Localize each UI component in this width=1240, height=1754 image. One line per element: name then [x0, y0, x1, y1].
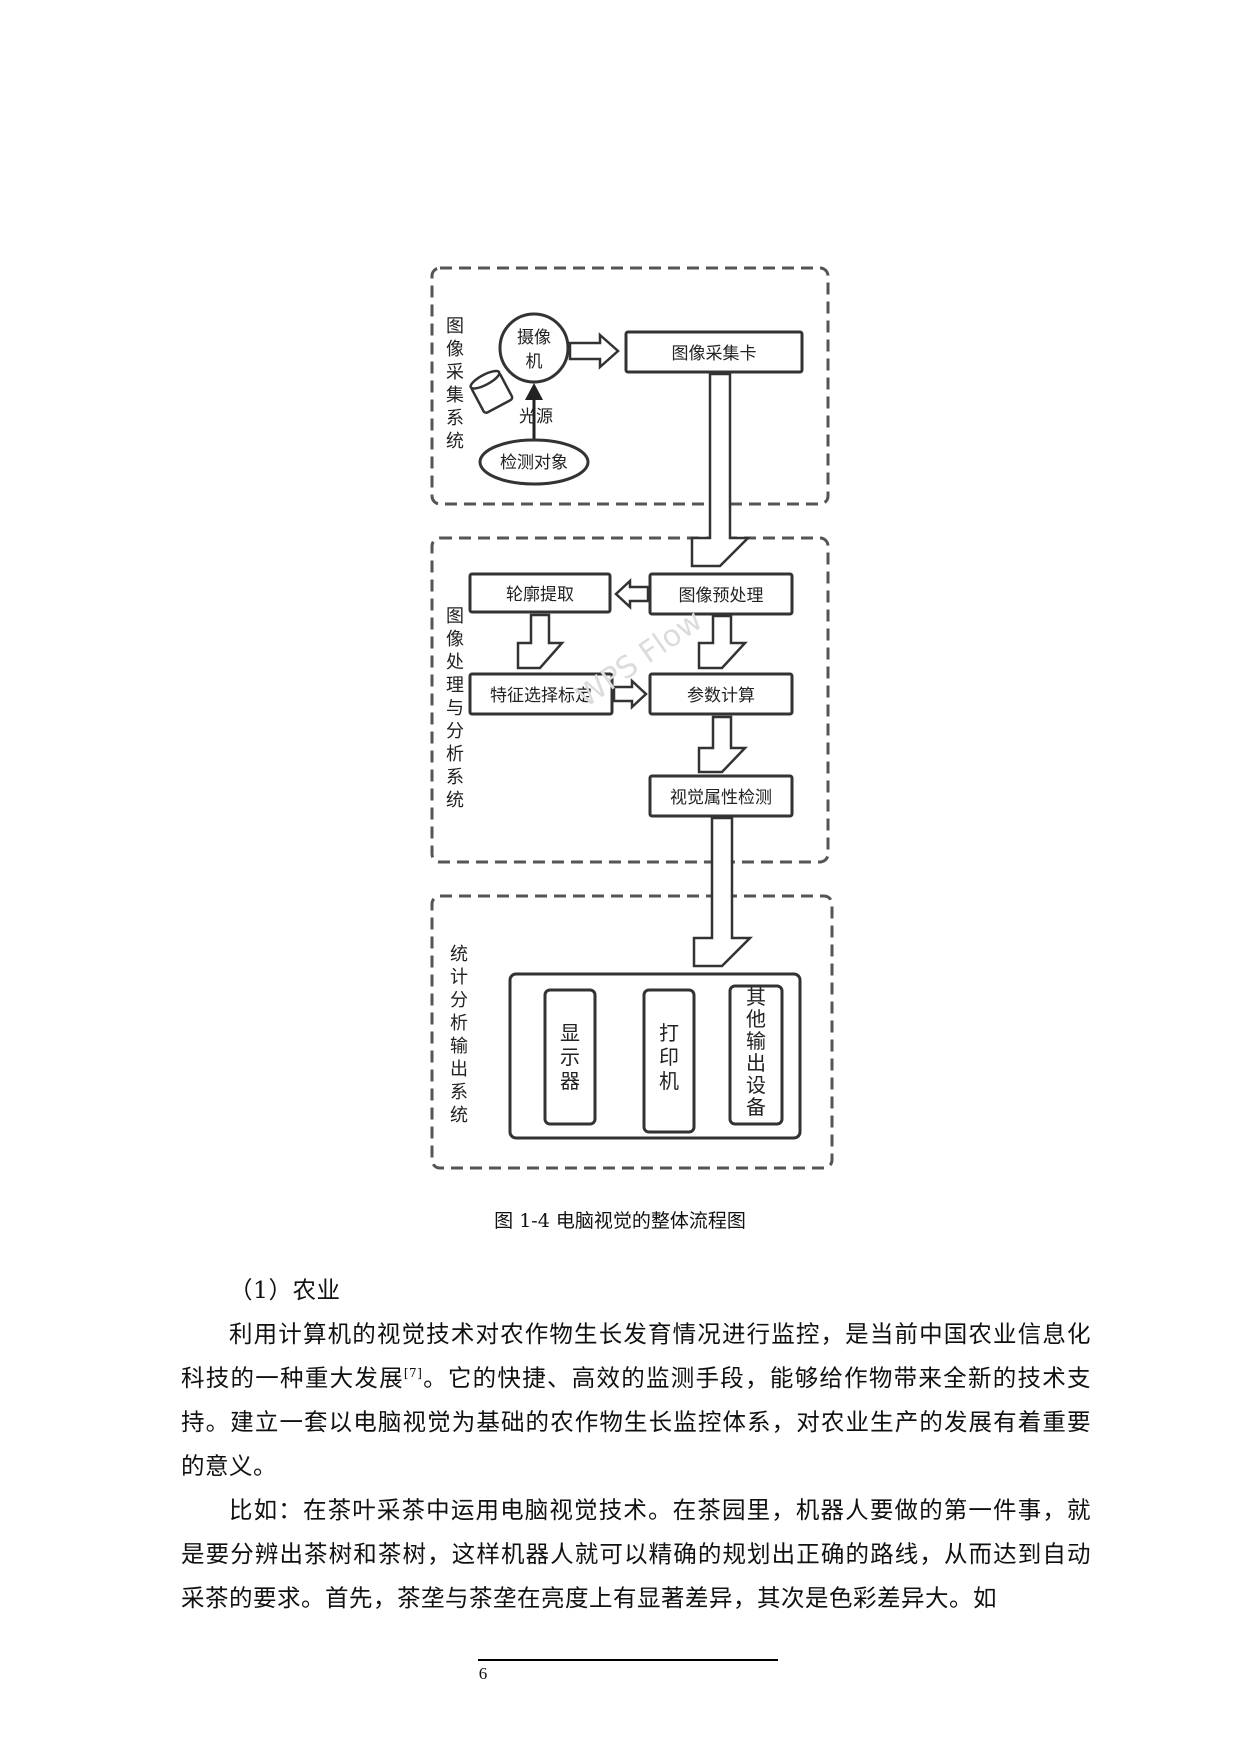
page-number: 6	[478, 1664, 488, 1683]
printer-node	[642, 988, 696, 1134]
figure-caption: 图 1-4 电脑视觉的整体流程图	[494, 1210, 746, 1232]
paragraph-2: 比如：在茶叶采茶中运用电脑视觉技术。在茶园里，机器人要做的第一件事，就是要分辨出…	[181, 1496, 1091, 1612]
group-output-frame	[430, 894, 834, 1170]
preprocess-node	[648, 572, 794, 616]
arrow-camera-to-card	[568, 332, 620, 370]
contour-node	[468, 572, 612, 614]
param-calc-label: 参数计算	[687, 686, 755, 706]
param-calc-node	[648, 672, 794, 716]
arrow-contour-to-feature	[516, 613, 565, 670]
group-processing-frame	[430, 536, 830, 864]
other-output-label: 其他输出设备	[746, 985, 766, 1119]
feature-select-label: 特征选择标定	[490, 686, 592, 706]
arrow-feature-to-param	[612, 678, 648, 710]
section-heading: （1）农业	[229, 1276, 341, 1304]
arrow-visual-to-output	[692, 816, 754, 968]
group-label-processing: 图像处理与分析系统	[446, 606, 464, 811]
visual-detect-label: 视觉属性检测	[670, 788, 772, 808]
paragraph-1-text-b: 。它的快捷、高效的监测手段，能够给作物带来全新的技术支持。建立一套以电脑视觉为基…	[181, 1364, 1091, 1480]
display-label: 显示器	[560, 1021, 580, 1093]
group-label-output: 统计分析输出系统	[450, 944, 468, 1126]
arrow-target-to-camera-head	[525, 383, 543, 400]
detect-target-node	[478, 438, 590, 486]
group-label-acquisition: 图像采集系统	[446, 316, 464, 452]
display-node	[543, 988, 597, 1126]
contour-label: 轮廓提取	[506, 585, 574, 605]
camera-label-line2: 机	[526, 352, 543, 372]
paragraph-1-text-a: 利用计算机的视觉技术对农作物生长发育情况进行监控，是当前中国农业信息化科技的一种…	[181, 1320, 1091, 1392]
arrow-param-to-visual	[697, 715, 748, 774]
paragraph-1: 利用计算机的视觉技术对农作物生长发育情况进行监控，是当前中国农业信息化科技的一种…	[181, 1312, 1091, 1488]
capture-card-node	[624, 330, 804, 374]
arrow-preprocess-to-contour	[614, 578, 650, 610]
other-output-node	[728, 984, 784, 1126]
arrow-card-to-preprocess	[690, 372, 752, 568]
camera-node	[498, 312, 570, 384]
printer-label: 打印机	[659, 1021, 679, 1093]
detect-target-label: 检测对象	[500, 453, 568, 473]
visual-detect-node	[648, 774, 794, 818]
feature-select-node	[468, 672, 614, 716]
lamp-icon	[469, 369, 514, 414]
citation-ref: [7]	[403, 1366, 423, 1381]
light-source-label: 光源	[519, 407, 553, 427]
arrow-preprocess-to-param	[697, 614, 748, 670]
preprocess-label: 图像预处理	[679, 586, 764, 606]
group-acquisition-frame	[430, 266, 830, 506]
footer-rule	[478, 1659, 778, 1661]
section-body: （1）农业 利用计算机的视觉技术对农作物生长发育情况进行监控，是当前中国农业信息…	[181, 1268, 1091, 1620]
capture-card-label: 图像采集卡	[672, 344, 757, 364]
camera-label-line1: 摄像	[517, 328, 551, 348]
